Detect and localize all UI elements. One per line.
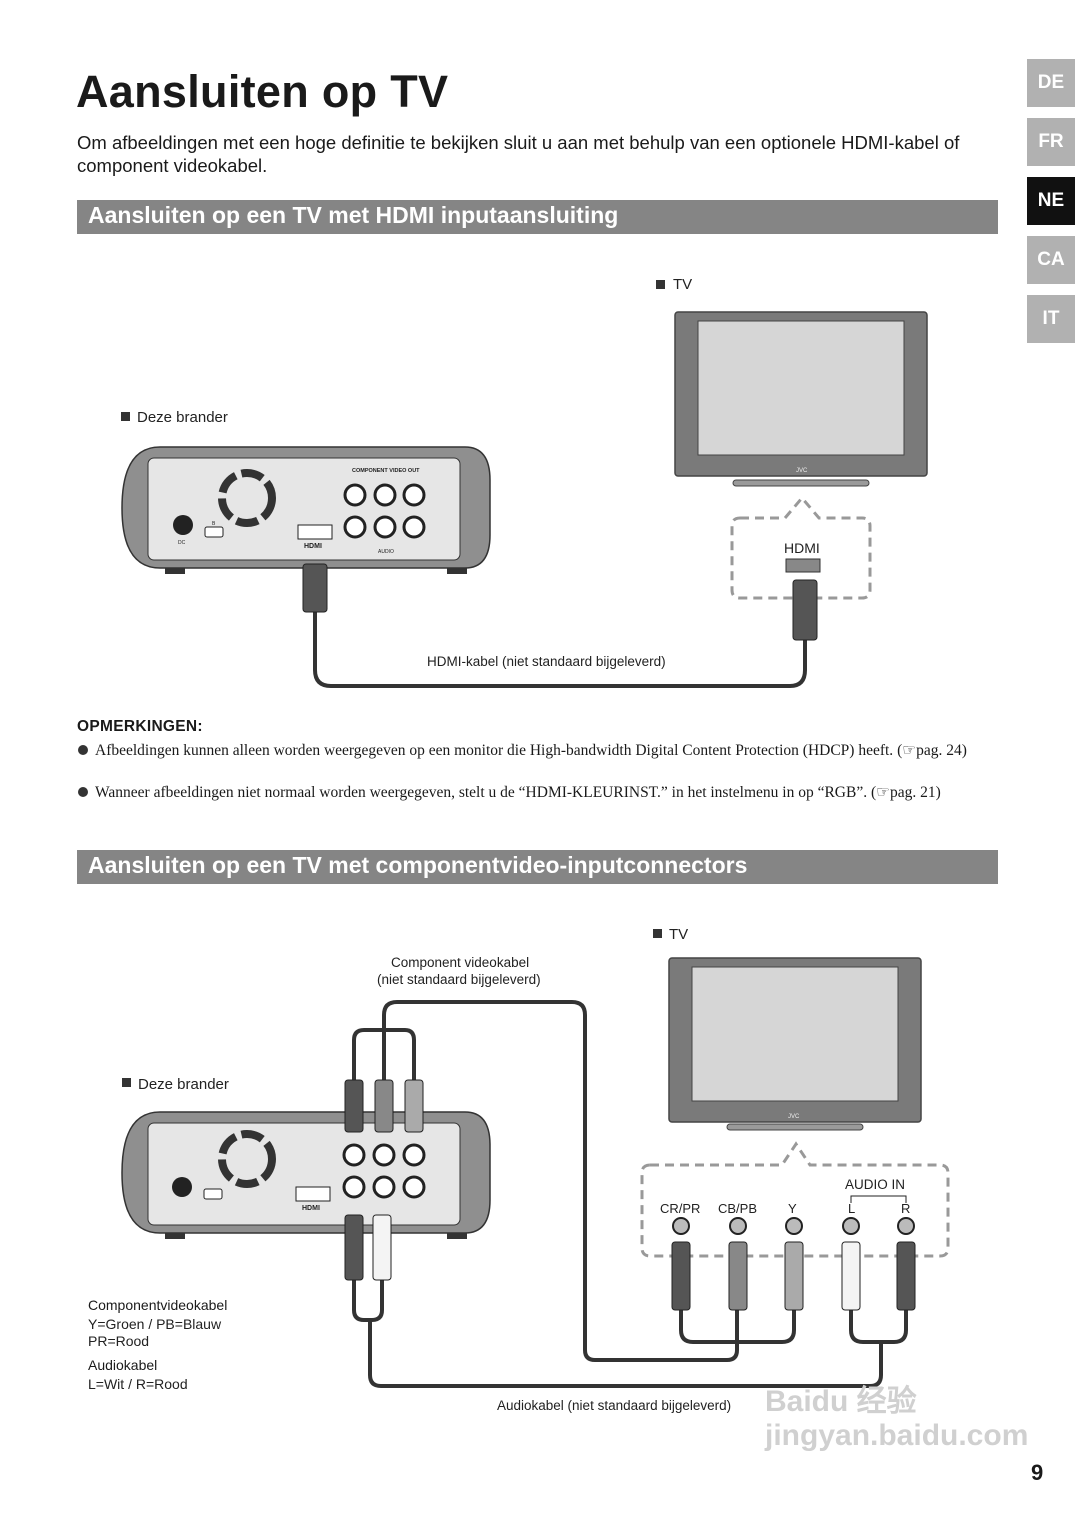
svg-text:B: B xyxy=(212,521,216,527)
component-cable-label-line2: (niet standaard bijgeleverd) xyxy=(377,972,541,987)
legend-audio-line1: L=Wit / R=Rood xyxy=(88,1376,188,1392)
lang-tab-fr[interactable]: FR xyxy=(1027,118,1075,166)
hdmi-connection-diagram: TV JVC HDMI Deze brander DC B HDMI COMPO… xyxy=(121,276,928,688)
tv-hdmi-callout: HDMI xyxy=(730,495,872,600)
tv-illustration: JVC xyxy=(668,957,922,1131)
tv-brand: JVC xyxy=(796,468,808,474)
burner-device: HDMI xyxy=(121,1111,491,1239)
svg-text:DC: DC xyxy=(178,540,186,546)
legend-component-title: Componentvideokabel xyxy=(88,1297,228,1313)
legend-audio-title: Audiokabel xyxy=(88,1357,158,1373)
tv-illustration: JVC xyxy=(674,311,928,487)
page-number: 9 xyxy=(1031,1460,1044,1485)
svg-text:HDMI: HDMI xyxy=(302,1205,320,1212)
svg-text:CR/PR: CR/PR xyxy=(660,1201,700,1216)
tv-label: TV xyxy=(673,276,692,293)
burner-device: DC B HDMI COMPONENT VIDEO OUT AUDIO xyxy=(121,446,491,574)
hdmi-cable-label: HDMI-kabel (niet standaard bijgeleverd) xyxy=(427,654,666,669)
baidu-watermark: Baidu 经验 jingyan.baidu.com xyxy=(765,1385,1029,1452)
intro-text: Om afbeeldingen met een hoge definitie t… xyxy=(77,132,960,176)
tv-label: TV xyxy=(669,926,688,943)
note-item: Wanneer afbeeldingen niet normaal worden… xyxy=(78,783,985,803)
legend-component-line1: Y=Groen / PB=Blauw xyxy=(88,1316,222,1332)
audio-cable-label: Audiokabel (niet standaard bijgeleverd) xyxy=(497,1398,731,1413)
svg-text:R: R xyxy=(901,1201,910,1216)
notes-title: OPMERKINGEN: xyxy=(77,718,203,735)
device-label: Deze brander xyxy=(137,409,228,426)
lang-tab-it[interactable]: IT xyxy=(1027,295,1075,343)
legend-component-line2: PR=Rood xyxy=(88,1333,150,1349)
audio-in-label: AUDIO IN xyxy=(845,1177,905,1192)
lang-tab-ca[interactable]: CA xyxy=(1027,236,1075,284)
svg-text:Y: Y xyxy=(788,1201,797,1216)
svg-text:AUDIO: AUDIO xyxy=(378,549,394,555)
svg-text:L: L xyxy=(848,1201,855,1216)
note-item: Afbeeldingen kunnen alleen worden weerge… xyxy=(78,741,985,761)
tv-inputs-callout: AUDIO IN CR/PR CB/PB Y L R xyxy=(640,1141,950,1258)
hdmi-cable xyxy=(302,563,818,688)
page-title: Aansluiten op TV xyxy=(76,66,449,117)
lang-tab-ne[interactable]: NE xyxy=(1027,177,1075,225)
component-cable-label-line1: Component videokabel xyxy=(391,955,529,970)
tv-label-marker xyxy=(656,280,665,289)
svg-text:JVC: JVC xyxy=(788,1114,800,1120)
svg-text:COMPONENT VIDEO OUT: COMPONENT VIDEO OUT xyxy=(352,468,420,474)
component-connection-diagram: TV JVC Component videokabel (niet standa… xyxy=(121,926,950,1413)
tv-hdmi-port-label: HDMI xyxy=(784,540,820,556)
svg-text:HDMI: HDMI xyxy=(304,543,322,550)
section-heading-component: Aansluiten op een TV met componentvideo-… xyxy=(77,850,998,884)
device-label: Deze brander xyxy=(138,1076,229,1093)
audio-cable xyxy=(344,1214,916,1388)
svg-text:CB/PB: CB/PB xyxy=(718,1201,757,1216)
component-video-cable xyxy=(344,1000,804,1362)
lang-tab-de[interactable]: DE xyxy=(1027,59,1075,107)
section-heading-hdmi: Aansluiten op een TV met HDMI inputaansl… xyxy=(77,200,998,234)
